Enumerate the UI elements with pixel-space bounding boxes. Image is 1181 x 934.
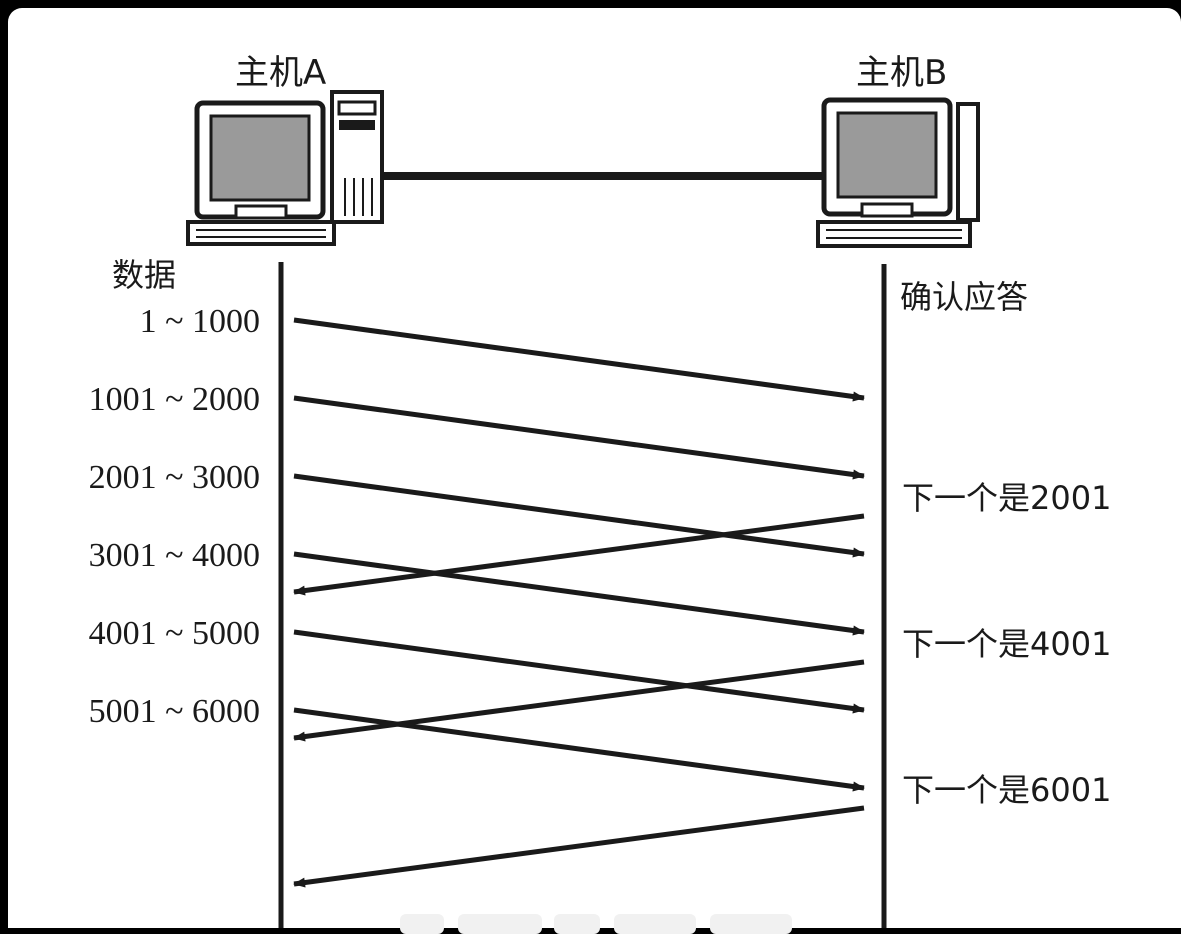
host-a-label: 主机A xyxy=(235,53,326,93)
data-label: 数据 xyxy=(112,256,176,294)
ghost-tab xyxy=(400,914,444,934)
segment-range-label: 1001 ~ 2000 xyxy=(89,381,260,418)
ghost-tab xyxy=(554,914,600,934)
ack-arrow xyxy=(293,513,865,596)
ghost-tab xyxy=(458,914,542,934)
data-segment-arrow xyxy=(293,317,865,402)
host-b-label: 主机B xyxy=(856,53,947,93)
ack-label-next: 下一个是4001 xyxy=(902,625,1111,663)
data-segment-arrow xyxy=(293,629,865,714)
host-b-computer-icon xyxy=(816,97,980,248)
segment-range-label: 1 ~ 1000 xyxy=(140,303,260,340)
segment-range-label: 5001 ~ 6000 xyxy=(89,693,260,730)
segment-range-label: 3001 ~ 4000 xyxy=(89,537,260,574)
ghost-tab xyxy=(614,914,696,934)
ack-layer: 下一个是2001 下一个是4001 下一个是6001 xyxy=(293,479,1111,888)
segment-layer: 1 ~ 1000 1001 ~ 2000 2001 ~ 3000 3001 ~ 400… xyxy=(89,303,865,792)
segment-range-label: 4001 ~ 5000 xyxy=(89,615,260,652)
data-segment-arrow xyxy=(293,551,865,636)
ack-arrow xyxy=(293,659,865,742)
data-segment-arrow xyxy=(293,707,865,792)
data-segment-arrow xyxy=(293,395,865,480)
ack-label-next: 下一个是2001 xyxy=(902,479,1111,517)
ghost-tab xyxy=(710,914,792,934)
ack-label: 确认应答 xyxy=(900,278,1028,316)
data-segment-arrow xyxy=(293,473,865,558)
ack-label-next: 下一个是6001 xyxy=(902,771,1111,809)
ack-arrow xyxy=(293,805,865,888)
host-a-computer-icon xyxy=(186,90,384,246)
segment-range-label: 2001 ~ 3000 xyxy=(89,459,260,496)
